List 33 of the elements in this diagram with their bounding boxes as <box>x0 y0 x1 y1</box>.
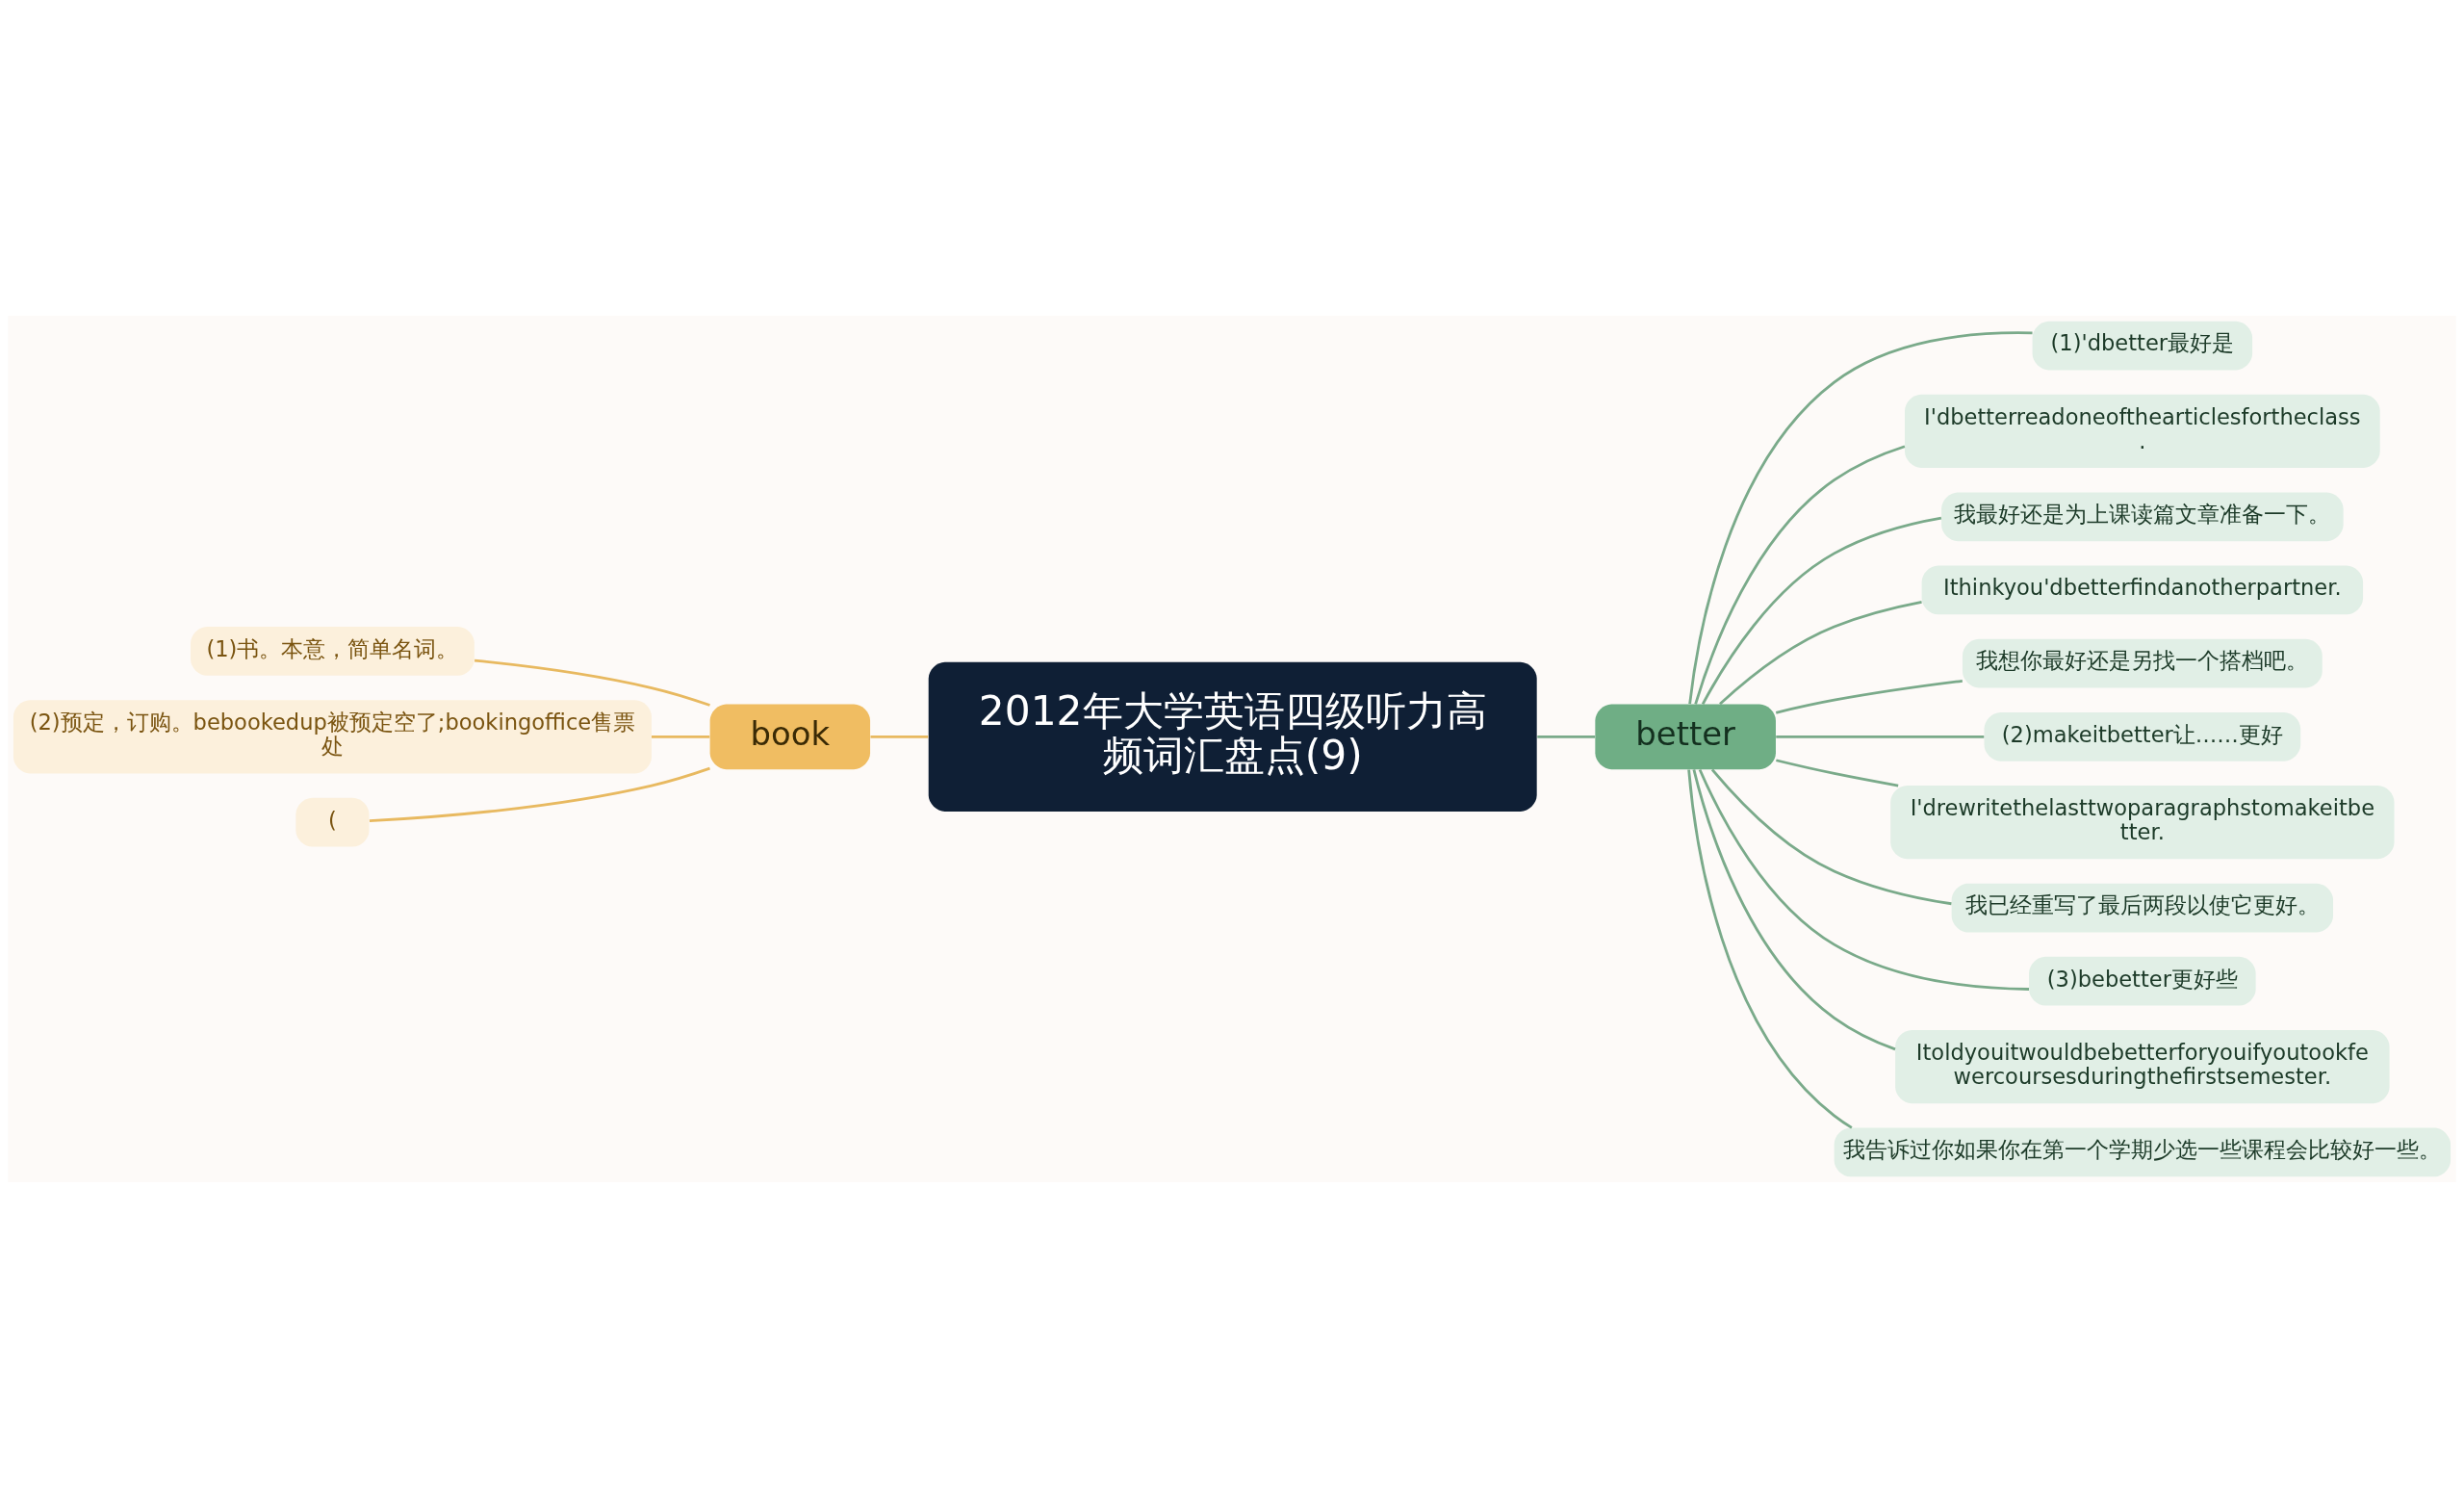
connector <box>652 735 710 738</box>
connector <box>1719 600 1922 705</box>
node-box: Ithinkyou'dbetterfindanotherpartner. <box>1921 565 2364 614</box>
connector <box>1775 679 1963 714</box>
connector <box>1692 768 1896 1050</box>
connector <box>1537 735 1596 738</box>
connector <box>1694 444 1906 705</box>
connector <box>1688 330 2033 704</box>
node-box: book <box>709 703 871 769</box>
node-box: I'drewritethelasttwoparagraphstomakeitbetter. <box>1890 785 2395 859</box>
node-box: 2012年大学英语四级听力高频词汇盘点(9) <box>928 661 1537 812</box>
node-box: (1)书。本意，简单名词。 <box>191 626 475 676</box>
node-box: 我已经重写了最后两段以使它更好。 <box>1951 883 2334 932</box>
connector <box>1776 735 1985 738</box>
node-box: ( <box>295 797 370 847</box>
node-box: (3)bebetter更好些 <box>2029 956 2256 1006</box>
connector <box>1710 767 1952 905</box>
node-box: 我告诉过你如果你在第一个学期少选一些课程会比较好一些。 <box>1834 1127 2451 1176</box>
connector <box>474 658 710 707</box>
node-box: (1)'dbetter最好是 <box>2032 321 2253 370</box>
connector <box>1776 758 1899 787</box>
node-box: 我想你最好还是另找一个搭档吧。 <box>1962 638 2323 687</box>
node-box: Itoldyouitwouldbebetterforyouifyoutookfewercoursesduringthefirstsemester. <box>1895 1029 2390 1103</box>
node-box: 我最好还是为上课读篇文章准备一下。 <box>1941 491 2344 541</box>
connector <box>1687 768 1853 1129</box>
node-box: better <box>1595 703 1776 769</box>
node-box: (2)makeitbetter让……更好 <box>1984 711 2301 761</box>
connector <box>1698 768 2030 991</box>
connector <box>1701 516 1942 705</box>
connector <box>369 766 710 822</box>
node-box: I'dbetterreadoneofthearticlesfortheclass. <box>1905 394 2380 468</box>
node-box: (2)预定，订购。bebookedup被预定空了;bookingoffice售票处 <box>13 699 652 773</box>
connector <box>870 735 929 738</box>
